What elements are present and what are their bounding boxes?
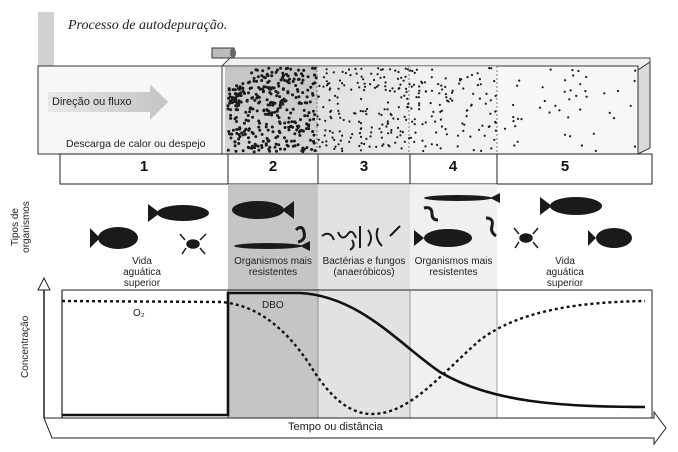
discharge-label: Descarga de calor ou despejo (66, 139, 206, 150)
y-axis-arrow-icon (38, 278, 50, 290)
trout-icon (148, 204, 209, 222)
zone-number-2: 2 (253, 158, 293, 175)
zone5-organisms-label: Vida aguática superior (535, 256, 595, 289)
flow-direction-label: Direção ou fluxo (52, 97, 132, 108)
zone-number-4: 4 (433, 158, 473, 175)
fish-icon (90, 227, 138, 249)
edge-band (38, 12, 54, 66)
dbo-series-label: DBO (262, 300, 284, 311)
zone4-shade (410, 184, 497, 420)
fish-icon (588, 228, 632, 248)
zone3-shade (318, 184, 410, 420)
zone-number-5: 5 (545, 158, 585, 175)
trout-icon (540, 197, 602, 215)
organisms-axis-label: Tipos de organismos (10, 192, 32, 262)
insect-icon (514, 228, 538, 248)
zone-number-3: 3 (344, 158, 384, 175)
zone4-organisms-label: Organismos mais resistentes (410, 256, 497, 278)
zone1-organisms-label: Vida aguática superior (112, 256, 172, 289)
zone2-organisms-label: Organismos mais resistentes (228, 256, 318, 278)
zone-number-1: 1 (124, 158, 164, 175)
insect-icon (180, 234, 206, 254)
zone3-organisms-label: Bactérias e fungos (anaeróbicos) (318, 256, 410, 278)
diagram-title: Processo de autodepuração. (68, 18, 227, 34)
x-axis-label: Tempo ou distância (288, 422, 383, 433)
y-axis-label: Concentração (20, 316, 31, 378)
o2-series-label: O₂ (133, 308, 145, 319)
